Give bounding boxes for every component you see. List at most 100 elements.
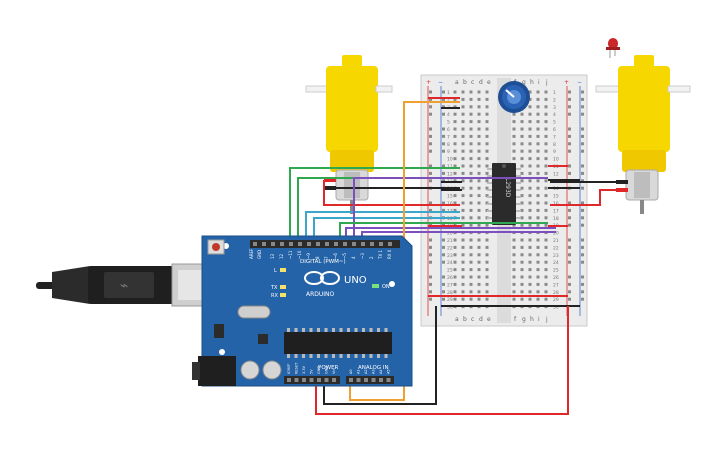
breadboard-hole[interactable] — [461, 171, 465, 175]
rail-hole[interactable] — [429, 282, 432, 286]
breadboard-hole[interactable] — [469, 134, 473, 138]
breadboard-hole[interactable] — [485, 245, 489, 249]
breadboard-hole[interactable] — [528, 282, 532, 286]
breadboard-hole[interactable] — [485, 297, 489, 301]
breadboard-hole[interactable] — [520, 171, 524, 175]
rail-hole[interactable] — [442, 297, 445, 301]
breadboard-hole[interactable] — [477, 120, 481, 124]
rail-hole[interactable] — [429, 127, 432, 131]
breadboard-hole[interactable] — [477, 127, 481, 131]
rail-hole[interactable] — [442, 245, 445, 249]
breadboard-hole[interactable] — [485, 179, 489, 183]
breadboard-hole[interactable] — [536, 105, 540, 109]
rail-hole[interactable] — [442, 290, 445, 294]
rail-hole[interactable] — [429, 97, 432, 101]
digital-pin-header[interactable] — [253, 242, 392, 246]
breadboard-hole[interactable] — [469, 142, 473, 146]
breadboard-hole[interactable] — [485, 171, 489, 175]
breadboard-hole[interactable] — [544, 142, 548, 146]
rail-hole[interactable] — [442, 171, 445, 175]
breadboard-hole[interactable] — [477, 164, 481, 168]
breadboard-hole[interactable] — [536, 134, 540, 138]
breadboard-hole[interactable] — [453, 157, 457, 161]
breadboard-hole[interactable] — [528, 105, 532, 109]
breadboard-hole[interactable] — [453, 171, 457, 175]
breadboard-hole[interactable] — [469, 260, 473, 264]
breadboard-hole[interactable] — [536, 253, 540, 257]
rail-hole[interactable] — [581, 149, 584, 153]
breadboard-hole[interactable] — [544, 149, 548, 153]
analog-pin[interactable] — [364, 378, 368, 382]
header-pin[interactable] — [307, 242, 311, 246]
breadboard-hole[interactable] — [512, 238, 516, 242]
breadboard-hole[interactable] — [544, 253, 548, 257]
breadboard-hole[interactable] — [536, 157, 540, 161]
breadboard-hole[interactable] — [536, 90, 540, 94]
breadboard-hole[interactable] — [477, 134, 481, 138]
breadboard-hole[interactable] — [520, 194, 524, 198]
rail-hole[interactable] — [568, 238, 571, 242]
breadboard-hole[interactable] — [536, 149, 540, 153]
breadboard-hole[interactable] — [477, 282, 481, 286]
breadboard-hole[interactable] — [528, 208, 532, 212]
breadboard-hole[interactable] — [512, 112, 516, 116]
rail-hole[interactable] — [581, 208, 584, 212]
breadboard-hole[interactable] — [544, 223, 548, 227]
breadboard-hole[interactable] — [536, 297, 540, 301]
breadboard-hole[interactable] — [528, 90, 532, 94]
breadboard-hole[interactable] — [469, 164, 473, 168]
rail-hole[interactable] — [568, 253, 571, 257]
breadboard-hole[interactable] — [453, 253, 457, 257]
breadboard-hole[interactable] — [453, 112, 457, 116]
breadboard-hole[interactable] — [512, 120, 516, 124]
header-pin[interactable] — [298, 242, 302, 246]
breadboard-hole[interactable] — [461, 149, 465, 153]
breadboard-hole[interactable] — [544, 120, 548, 124]
breadboard-hole[interactable] — [485, 120, 489, 124]
breadboard-hole[interactable] — [528, 194, 532, 198]
rail-hole[interactable] — [429, 208, 432, 212]
rail-hole[interactable] — [581, 216, 584, 220]
rail-hole[interactable] — [442, 164, 445, 168]
breadboard-hole[interactable] — [528, 297, 532, 301]
rail-hole[interactable] — [581, 112, 584, 116]
breadboard-hole[interactable] — [469, 275, 473, 279]
breadboard-hole[interactable] — [512, 127, 516, 131]
breadboard-hole[interactable] — [485, 127, 489, 131]
breadboard-hole[interactable] — [469, 253, 473, 257]
breadboard-hole[interactable] — [477, 253, 481, 257]
rail-hole[interactable] — [581, 238, 584, 242]
breadboard-hole[interactable] — [536, 164, 540, 168]
breadboard-hole[interactable] — [520, 120, 524, 124]
breadboard-hole[interactable] — [461, 164, 465, 168]
breadboard-hole[interactable] — [520, 186, 524, 190]
breadboard-hole[interactable] — [477, 142, 481, 146]
breadboard-hole[interactable] — [461, 97, 465, 101]
breadboard-hole[interactable] — [528, 290, 532, 294]
header-pin[interactable] — [379, 242, 383, 246]
breadboard-hole[interactable] — [528, 260, 532, 264]
breadboard-hole[interactable] — [520, 245, 524, 249]
rail-hole[interactable] — [429, 105, 432, 109]
rail-hole[interactable] — [429, 297, 432, 301]
breadboard-hole[interactable] — [536, 260, 540, 264]
rail-hole[interactable] — [429, 201, 432, 205]
breadboard-hole[interactable] — [461, 90, 465, 94]
breadboard-hole[interactable] — [544, 201, 548, 205]
rail-hole[interactable] — [568, 90, 571, 94]
rail-hole[interactable] — [429, 90, 432, 94]
breadboard-hole[interactable] — [477, 223, 481, 227]
breadboard-hole[interactable] — [544, 208, 548, 212]
breadboard-hole[interactable] — [453, 238, 457, 242]
breadboard-hole[interactable] — [461, 297, 465, 301]
breadboard-hole[interactable] — [461, 194, 465, 198]
breadboard-hole[interactable] — [528, 142, 532, 146]
breadboard-hole[interactable] — [461, 134, 465, 138]
rail-hole[interactable] — [442, 201, 445, 205]
breadboard-hole[interactable] — [520, 260, 524, 264]
breadboard-hole[interactable] — [477, 105, 481, 109]
breadboard-hole[interactable] — [469, 149, 473, 153]
header-pin[interactable] — [334, 242, 338, 246]
breadboard-hole[interactable] — [544, 260, 548, 264]
rail-hole[interactable] — [581, 142, 584, 146]
